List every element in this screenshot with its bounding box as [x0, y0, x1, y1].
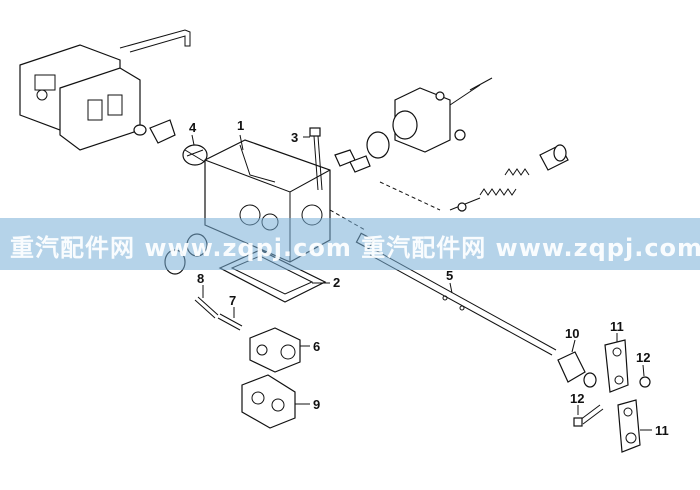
- callout-10: 10: [565, 326, 579, 341]
- callout-6: 6: [313, 339, 320, 354]
- watermark-text: 重汽配件网 www.zqpj.com 重汽配件网 www.zqpj.com 重汽…: [10, 234, 700, 262]
- part-12-bolt: [573, 404, 604, 427]
- part-4-bearing: [133, 119, 208, 166]
- callout-9: 9: [313, 397, 320, 412]
- callout-12-upper: 12: [636, 350, 650, 365]
- part-9-bracket: [241, 374, 310, 429]
- callout-7: 7: [229, 293, 236, 308]
- part-left-housing: [19, 29, 191, 151]
- part-10-cap: [557, 339, 597, 388]
- part-valve-assembly: [392, 77, 493, 153]
- part-11-lever-lower: [617, 399, 652, 453]
- callout-3: 3: [291, 130, 298, 145]
- callout-11-upper: 11: [610, 319, 624, 334]
- part-3-bolt: [303, 127, 371, 191]
- callout-5: 5: [446, 268, 453, 283]
- callout-2: 2: [333, 275, 340, 290]
- assembly-line-upper: [379, 181, 441, 211]
- part-spring-plunger: [449, 144, 569, 212]
- part-11-lever-upper: [604, 333, 629, 393]
- part-8-pin: [194, 285, 219, 319]
- watermark-band: 重汽配件网 www.zqpj.com 重汽配件网 www.zqpj.com 重汽…: [0, 218, 700, 270]
- part-12-nut: [639, 364, 651, 388]
- part-6-block: [249, 327, 310, 373]
- part-7-pin: [217, 307, 243, 331]
- callout-11-lower: 11: [655, 423, 669, 438]
- callout-12-lower: 12: [570, 391, 584, 406]
- seal-ring: [366, 131, 390, 159]
- callout-1: 1: [237, 118, 244, 133]
- callout-8: 8: [197, 271, 204, 286]
- callout-4: 4: [189, 120, 197, 135]
